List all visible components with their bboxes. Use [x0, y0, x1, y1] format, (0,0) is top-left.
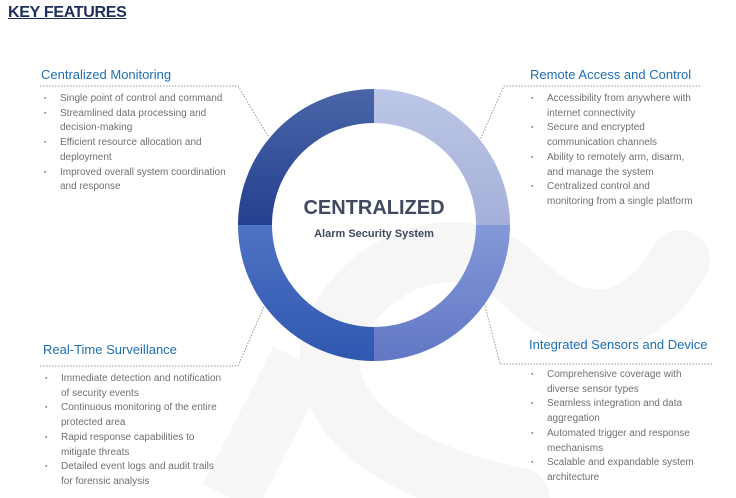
list-remote-access: Accessibility from anywhere with interne…: [527, 92, 697, 210]
list-integrated-sensors: Comprehensive coverage with diverse sens…: [527, 368, 712, 486]
list-real-time-surveillance: Immediate detection and notification of …: [41, 372, 226, 490]
ring-segment-bottom-right: [374, 225, 510, 361]
list-item: Seamless integration and data aggregatio…: [527, 397, 712, 426]
list-item: Improved overall system coordination and…: [40, 166, 230, 195]
leader-line-centralized-monitoring: [40, 85, 269, 137]
list-item: Streamlined data processing and decision…: [40, 107, 230, 136]
center-title: CENTRALIZED: [303, 197, 445, 219]
list-item: Rapid response capabilities to mitigate …: [41, 431, 226, 460]
list-item: Ability to remotely arm, disarm, and man…: [527, 151, 697, 180]
page-title: KEY FEATURES: [8, 4, 127, 21]
leader-line-remote-access: [479, 85, 700, 141]
ring-segment-bottom-left: [238, 225, 374, 361]
list-item: Accessibility from anywhere with interne…: [527, 92, 697, 121]
list-item: Scalable and expandable system architect…: [527, 456, 712, 485]
list-item: Efficient resource allocation and deploy…: [40, 136, 230, 165]
list-item: Immediate detection and notification of …: [41, 372, 226, 401]
list-item: Automated trigger and response mechanism…: [527, 427, 712, 456]
ring-segment-top-left: [238, 89, 374, 225]
heading-real-time-surveillance: Real-Time Surveillance: [43, 342, 177, 357]
list-item: Detailed event logs and audit trails for…: [41, 460, 226, 489]
list-item: Secure and encrypted communication chann…: [527, 121, 697, 150]
leader-line-real-time-surveillance: [40, 301, 267, 367]
list-item: Single point of control and command: [40, 92, 230, 107]
ring-segment-top-right: [374, 89, 510, 225]
list-item: Comprehensive coverage with diverse sens…: [527, 368, 712, 397]
center-subtitle: Alarm Security System: [314, 228, 434, 240]
list-centralized-monitoring: Single point of control and command Stre…: [40, 92, 230, 195]
list-item: Continuous monitoring of the entire prot…: [41, 401, 226, 430]
heading-centralized-monitoring: Centralized Monitoring: [41, 67, 172, 82]
list-item: Centralized control and monitoring from …: [527, 180, 697, 209]
heading-integrated-sensors: Integrated Sensors and Device: [529, 337, 708, 352]
heading-remote-access: Remote Access and Control: [530, 67, 692, 82]
